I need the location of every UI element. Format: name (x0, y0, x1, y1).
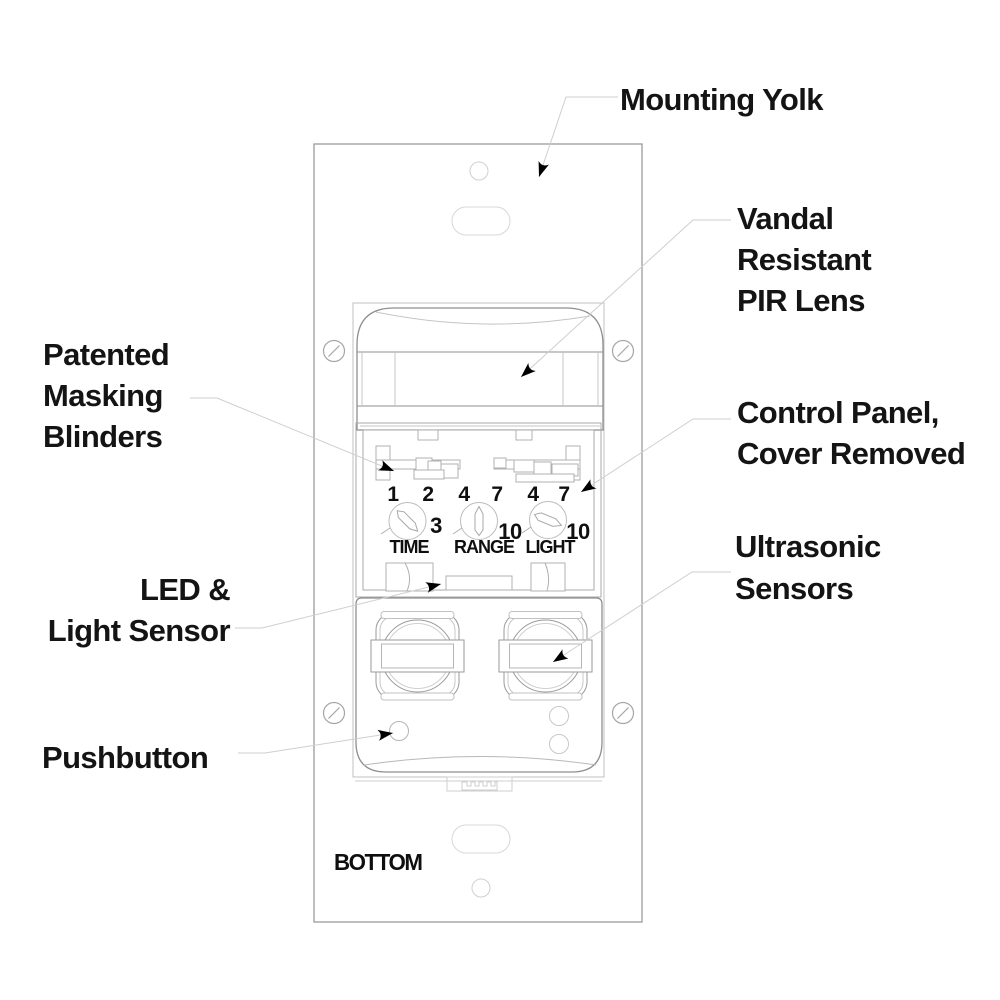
callout-line: PIR Lens (737, 283, 865, 318)
ultrasonic-sensor-right (498, 611, 593, 701)
dial-light (521, 501, 567, 539)
leader-mounting-yolk (538, 96, 618, 178)
callout-line: Patented (43, 337, 170, 372)
pir-lens-drawing (356, 307, 604, 431)
callout-masking-blinders: Patented Masking Blinders (43, 334, 170, 457)
dial-tick-range-4: 4 (458, 483, 470, 506)
callout-line: Resistant (737, 242, 872, 277)
callout-line: Blinders (43, 419, 163, 454)
callout-pushbutton: Pushbutton (42, 737, 209, 778)
callout-line: Vandal (737, 201, 834, 236)
pushbutton-drawing (389, 706, 569, 754)
wall-plate (313, 143, 643, 923)
bottom-orientation-label: BOTTOM (334, 849, 423, 875)
wire-connector-drawing (446, 776, 513, 792)
callout-mounting-yolk: Mounting Yolk (620, 79, 823, 120)
callout-line: LED & (139, 572, 231, 607)
callout-line: Ultrasonic (735, 529, 881, 564)
callout-line: Pushbutton (42, 740, 209, 775)
callout-ultrasonic-sensors: Ultrasonic Sensors (735, 526, 881, 610)
masking-blinders-drawing (375, 445, 581, 483)
dial-tick-light-7: 7 (558, 483, 570, 506)
callout-line: Control Panel, (737, 395, 939, 430)
dial-tick-range-7: 7 (491, 483, 503, 506)
ultrasonic-panel-drawing (355, 597, 603, 773)
callout-line: Mounting Yolk (620, 82, 823, 117)
led-window-drawing (385, 562, 566, 592)
mounting-screw-icons (322, 339, 635, 725)
callout-line: Light Sensor (47, 613, 231, 648)
leader-control-panel (580, 418, 731, 493)
dial-label-light: LIGHT (525, 537, 576, 557)
leader-pir-lens (520, 219, 731, 378)
dial-range (452, 502, 498, 540)
leader-pushbutton (238, 729, 394, 754)
callout-pir-lens: Vandal Resistant PIR Lens (737, 198, 872, 321)
dial-label-range: RANGE (453, 537, 515, 557)
dial-tick-time-3: 3 (430, 513, 442, 538)
dial-label-time: TIME (389, 537, 430, 557)
dial-time (380, 502, 427, 540)
leader-masking-blinders (190, 397, 395, 472)
dial-tick-time-2: 2 (422, 483, 434, 506)
callout-line: Cover Removed (737, 436, 966, 471)
dial-tick-time-1: 1 (387, 483, 399, 506)
dial-tick-light-4: 4 (527, 483, 539, 506)
callout-line: Masking (43, 378, 163, 413)
callout-control-panel: Control Panel, Cover Removed (737, 392, 966, 474)
dial-tick-range-10: 10 (498, 519, 522, 544)
leader-led-light-sensor (235, 582, 442, 629)
leader-lines (190, 96, 731, 754)
dial-tick-light-10: 10 (566, 519, 590, 544)
callout-line: Sensors (735, 571, 854, 606)
leader-ultrasonic (552, 571, 731, 663)
callout-led-light-sensor: LED & Light Sensor (30, 569, 231, 651)
ultrasonic-sensor-left (370, 611, 465, 701)
